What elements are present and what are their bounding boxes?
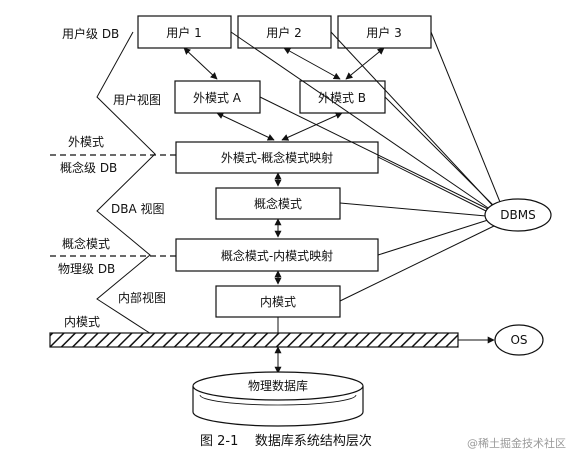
user-view-label: 用户视图 (113, 92, 161, 107)
dbms-connection-lines (230, 31, 501, 302)
external-schema-b-label: 外模式 B (318, 91, 366, 105)
side-labels: 用户级 DB 用户视图 外模式 概念级 DB DBA 视图 概念模式 物理级 D… (58, 26, 166, 329)
ext-concept-mapping-label: 外模式-概念模式映射 (221, 150, 333, 165)
dba-view-label: DBA 视图 (111, 201, 165, 216)
database-label: 物理数据库 (248, 378, 308, 393)
external-schema-a-label: 外模式 A (193, 91, 242, 105)
external-schema-a-box: 外模式 A (174, 80, 261, 114)
internal-schema-side-label: 内模式 (64, 315, 100, 329)
flow-arrows (183, 47, 495, 374)
physical-level-db-label: 物理级 DB (58, 262, 115, 276)
figure-caption: 图 2-1 数据库系统结构层次 (200, 433, 372, 449)
left-zigzag-lines (50, 31, 180, 342)
watermark: @稀土掘金技术社区 (467, 436, 566, 450)
os-node: OS (494, 324, 544, 356)
internal-view-label: 内部视图 (118, 290, 166, 305)
user-1-box: 用户 1 (137, 15, 232, 49)
concept-level-db-label: 概念级 DB (60, 160, 117, 175)
os-label: OS (510, 333, 527, 347)
user-3-label: 用户 3 (366, 25, 401, 40)
user-2-box: 用户 2 (237, 15, 332, 49)
external-schema-side-label: 外模式 (68, 135, 104, 149)
os-layer-bar (49, 332, 459, 348)
internal-schema-label: 内模式 (260, 295, 296, 309)
user-level-db-label: 用户级 DB (62, 26, 119, 41)
concept-internal-mapping-label: 概念模式-内模式映射 (221, 248, 333, 263)
dbms-node: DBMS (484, 198, 552, 232)
concept-schema-label: 概念模式 (254, 196, 302, 211)
external-schema-b-box: 外模式 B (299, 80, 386, 114)
concept-schema-side-label: 概念模式 (62, 236, 110, 251)
internal-schema-box: 内模式 (215, 285, 341, 318)
user-2-label: 用户 2 (266, 25, 301, 40)
concept-internal-mapping-box: 概念模式-内模式映射 (175, 238, 379, 272)
user-3-box: 用户 3 (337, 15, 432, 49)
physical-database-cylinder: 物理数据库 (192, 371, 364, 427)
dbms-label: DBMS (500, 208, 535, 222)
user-1-label: 用户 1 (166, 25, 201, 40)
concept-schema-box: 概念模式 (215, 187, 341, 220)
ext-concept-mapping-box: 外模式-概念模式映射 (175, 141, 379, 174)
